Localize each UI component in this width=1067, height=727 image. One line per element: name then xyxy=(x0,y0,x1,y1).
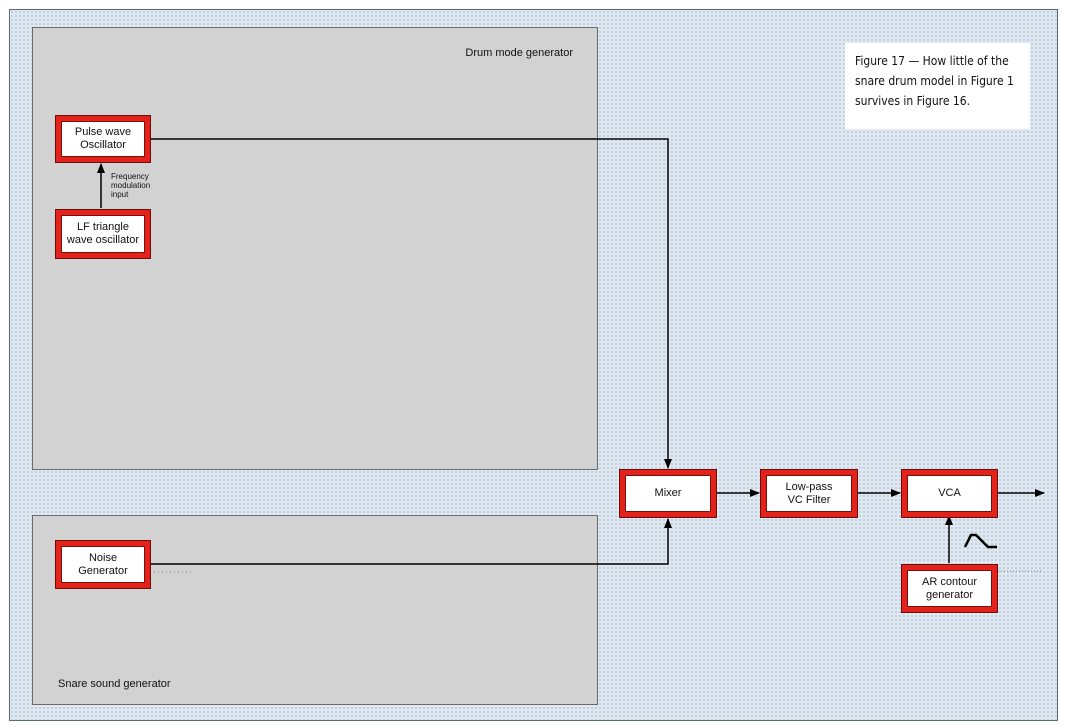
frequency-modulation-label: Frequency modulation input xyxy=(111,172,151,199)
mixer-block: Mixer xyxy=(619,469,717,518)
snare-sound-generator-label: Snare sound generator xyxy=(58,678,171,690)
pulse-wave-oscillator-block: Pulse wave Oscillator xyxy=(55,115,151,163)
drum-mode-generator-label: Drum mode generator xyxy=(465,47,573,59)
low-pass-filter-block: Low-pass VC Filter xyxy=(760,469,858,518)
envelope-shape-icon xyxy=(963,533,997,549)
ar-contour-generator-block: AR contour generator xyxy=(901,564,998,613)
figure-caption: Figure 17 — How little of the snare drum… xyxy=(845,43,1030,129)
caption-line-2: snare drum model in Figure 1 xyxy=(855,74,1014,88)
wire-pulse-to-mixer xyxy=(150,138,672,469)
caption-line-1: Figure 17 — How little of the xyxy=(855,54,1009,68)
noise-generator-block: Noise Generator xyxy=(55,540,151,589)
wire-noise-to-mixer xyxy=(150,518,672,565)
vca-block: VCA xyxy=(901,469,998,518)
caption-line-3: survives in Figure 16. xyxy=(855,94,971,108)
lf-triangle-oscillator-block: LF triangle wave oscillator xyxy=(55,209,151,259)
